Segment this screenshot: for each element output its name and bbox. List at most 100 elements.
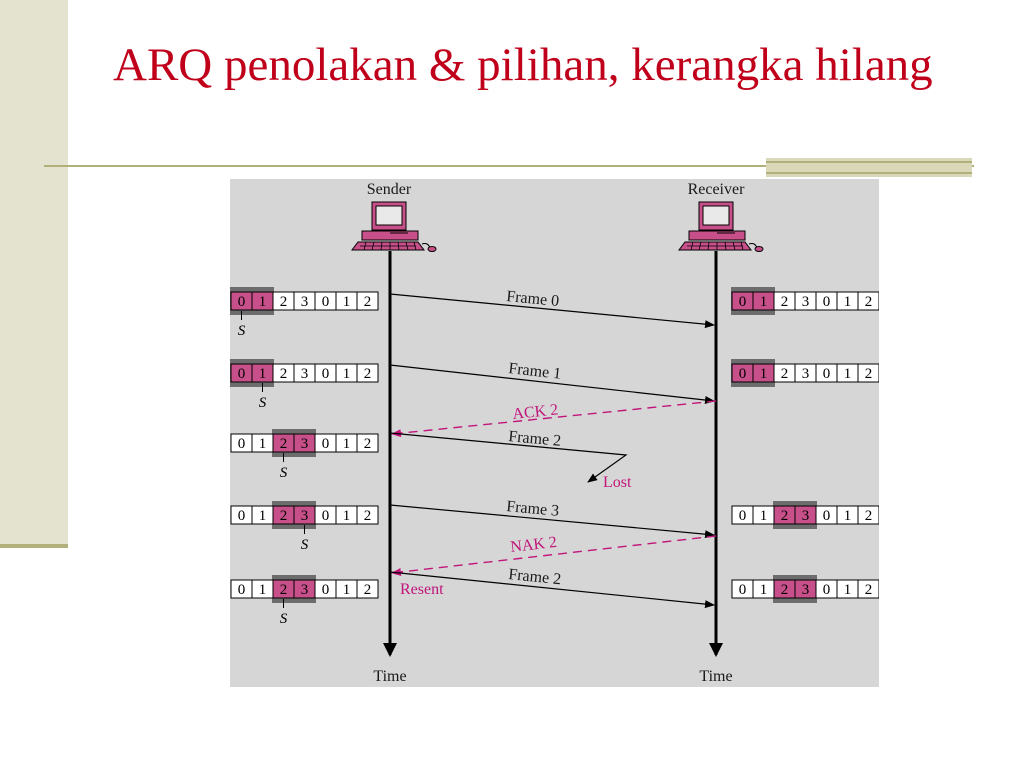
resent-label: Resent: [400, 581, 444, 598]
sequence-number: 1: [259, 582, 267, 598]
sequence-number: 2: [865, 582, 873, 598]
sequence-number: 1: [343, 366, 351, 382]
message-labels: Frame 0 Frame 1 ACK 2 Frame 2 Frame 3 NA…: [400, 288, 632, 598]
sequence-number: 1: [259, 436, 267, 452]
sequence-number: 1: [844, 366, 852, 382]
frame-0-arrow: [389, 293, 715, 329]
message-label: Frame 1: [508, 360, 562, 383]
sequence-number: 1: [343, 582, 351, 598]
sequence-number: 1: [760, 582, 768, 598]
sequence-number: 0: [823, 294, 831, 310]
sequence-number: 0: [739, 508, 747, 524]
sequence-number: 0: [823, 366, 831, 382]
sidebar-rule: [0, 544, 68, 548]
sequence-number: 2: [364, 366, 372, 382]
sequence-cell: [356, 291, 379, 311]
message-label: ACK 2: [512, 401, 559, 423]
sequence-number: 2: [280, 508, 288, 524]
sequence-number: 3: [802, 508, 810, 524]
frame-2-lost-arrow: [389, 432, 628, 483]
sequence-number: 0: [823, 582, 831, 598]
sequence-number: 3: [301, 294, 309, 310]
pointer-s-label: S: [259, 395, 267, 411]
sequence-number: 3: [802, 294, 810, 310]
sequence-number: 2: [781, 294, 789, 310]
pointer-s-label: S: [280, 611, 288, 627]
sequence-number: 2: [781, 508, 789, 524]
sequence-number: 0: [739, 582, 747, 598]
frame-2-resent-arrow: [389, 571, 715, 609]
sequence-number: 2: [280, 294, 288, 310]
sequence-number: 2: [865, 294, 873, 310]
sequence-number: 1: [844, 582, 852, 598]
sequence-number: 2: [280, 436, 288, 452]
sequence-number: 2: [865, 508, 873, 524]
sequence-number: 1: [259, 508, 267, 524]
sequence-number: 2: [280, 366, 288, 382]
nak-2-arrow: [391, 535, 717, 576]
sequence-number: 1: [844, 508, 852, 524]
sequence-number: 0: [238, 436, 246, 452]
sequence-number: 0: [238, 366, 246, 382]
sequence-number: 0: [322, 294, 330, 310]
sequence-cell: [356, 579, 379, 599]
message-label: Frame 2: [508, 566, 562, 588]
ack-2-arrow: [391, 400, 717, 438]
receiver-label: Receiver: [688, 181, 746, 198]
sender-label: Sender: [367, 181, 412, 198]
sequence-number: 0: [322, 436, 330, 452]
corner-accent-line: [766, 161, 972, 163]
sequence-number: 3: [802, 582, 810, 598]
frame-1-arrow: [389, 364, 715, 404]
sequence-number: 0: [238, 294, 246, 310]
sequence-number: 1: [760, 294, 768, 310]
sequence-number: 0: [238, 582, 246, 598]
arq-diagram: Sender Receiver Time Time Frame 0 Frame …: [230, 179, 879, 687]
sequence-cell: [857, 363, 879, 383]
sequence-number: 2: [364, 294, 372, 310]
sender-time-label: Time: [373, 668, 406, 685]
sequence-number: 1: [343, 294, 351, 310]
sequence-number: 1: [760, 366, 768, 382]
computer-icon: [351, 201, 437, 252]
sequence-cell: [356, 505, 379, 525]
sequence-number: 2: [280, 582, 288, 598]
frame-3-arrow: [389, 504, 715, 539]
sequence-number: 2: [781, 366, 789, 382]
computer-icon: [678, 201, 764, 252]
sequence-cell: [356, 363, 379, 383]
sequence-number: 3: [301, 366, 309, 382]
sequence-number: 0: [322, 366, 330, 382]
receiver-time-label: Time: [699, 668, 732, 685]
message-label: NAK 2: [510, 534, 558, 556]
message-label: Frame 3: [506, 498, 560, 520]
sequence-number: 0: [322, 508, 330, 524]
message-label: Frame 2: [508, 428, 562, 450]
lost-label: Lost: [603, 474, 632, 491]
sequence-cell: [356, 433, 379, 453]
sidebar-block: [0, 0, 68, 548]
sequence-cell: [857, 505, 879, 525]
pointer-s-label: S: [238, 323, 246, 339]
corner-accent-line: [766, 172, 972, 174]
sequence-number: 2: [865, 366, 873, 382]
sequence-number: 3: [802, 366, 810, 382]
sequence-number: 1: [343, 436, 351, 452]
sequence-number: 3: [301, 508, 309, 524]
sequence-number: 0: [739, 294, 747, 310]
sequence-cell: [857, 291, 879, 311]
sequence-number: 2: [364, 508, 372, 524]
pointer-s-label: S: [301, 537, 309, 553]
sequence-cell: [857, 579, 879, 599]
sequence-number: 3: [301, 582, 309, 598]
sequence-number: 2: [364, 582, 372, 598]
